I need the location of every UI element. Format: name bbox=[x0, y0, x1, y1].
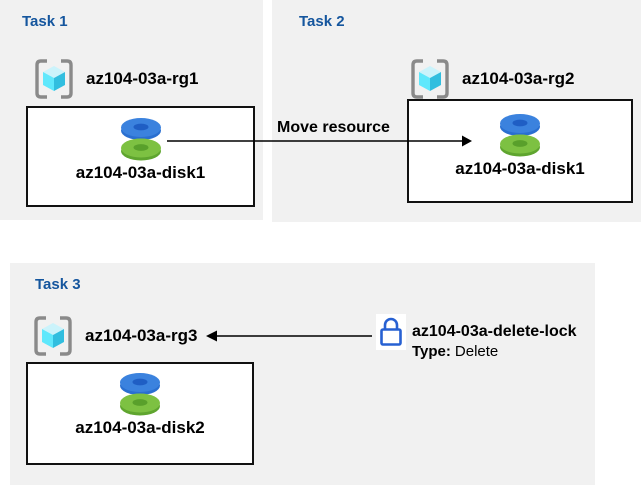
disk-name: az104-03a-disk2 bbox=[75, 418, 205, 437]
move-resource-label: Move resource bbox=[277, 119, 390, 136]
task2-resource-group: az104-03a-rg2 bbox=[408, 56, 574, 102]
resource-group-name: az104-03a-rg3 bbox=[85, 326, 198, 345]
lock-icon-container bbox=[376, 314, 406, 350]
lock-type-value: Delete bbox=[454, 343, 499, 360]
lock-type-label: Type: bbox=[412, 343, 451, 360]
task3-resource-group: az104-03a-rg3 bbox=[31, 313, 197, 359]
task2-resource-box: az104-03a-disk1 bbox=[407, 99, 633, 203]
lock-name: az104-03a-delete-lock bbox=[412, 323, 577, 340]
resource-group-icon bbox=[35, 59, 73, 99]
resource-group-icon bbox=[34, 316, 72, 356]
lock-icon bbox=[380, 317, 402, 346]
lock-arrow-left-icon bbox=[206, 330, 372, 342]
task2-title: Task 2 bbox=[299, 13, 345, 30]
task1-resource-group: az104-03a-rg1 bbox=[32, 56, 198, 102]
task3-title: Task 3 bbox=[35, 276, 81, 293]
disk-name: az104-03a-disk1 bbox=[75, 163, 206, 182]
disk-name: az104-03a-disk1 bbox=[455, 159, 585, 178]
task1-title: Task 1 bbox=[22, 13, 68, 30]
task3-resource-box: az104-03a-disk2 bbox=[26, 362, 254, 465]
resource-group-icon bbox=[411, 59, 449, 99]
resource-group-name: az104-03a-rg2 bbox=[462, 69, 575, 88]
disk-icon bbox=[500, 114, 540, 157]
task1-resource-box: az104-03a-disk1 bbox=[26, 106, 255, 207]
move-arrow-right-icon bbox=[167, 135, 472, 147]
disk-icon bbox=[120, 118, 161, 161]
disk-icon bbox=[120, 373, 160, 416]
resource-group-name: az104-03a-rg1 bbox=[86, 69, 199, 88]
lock-type: Type:Delete bbox=[412, 343, 498, 360]
